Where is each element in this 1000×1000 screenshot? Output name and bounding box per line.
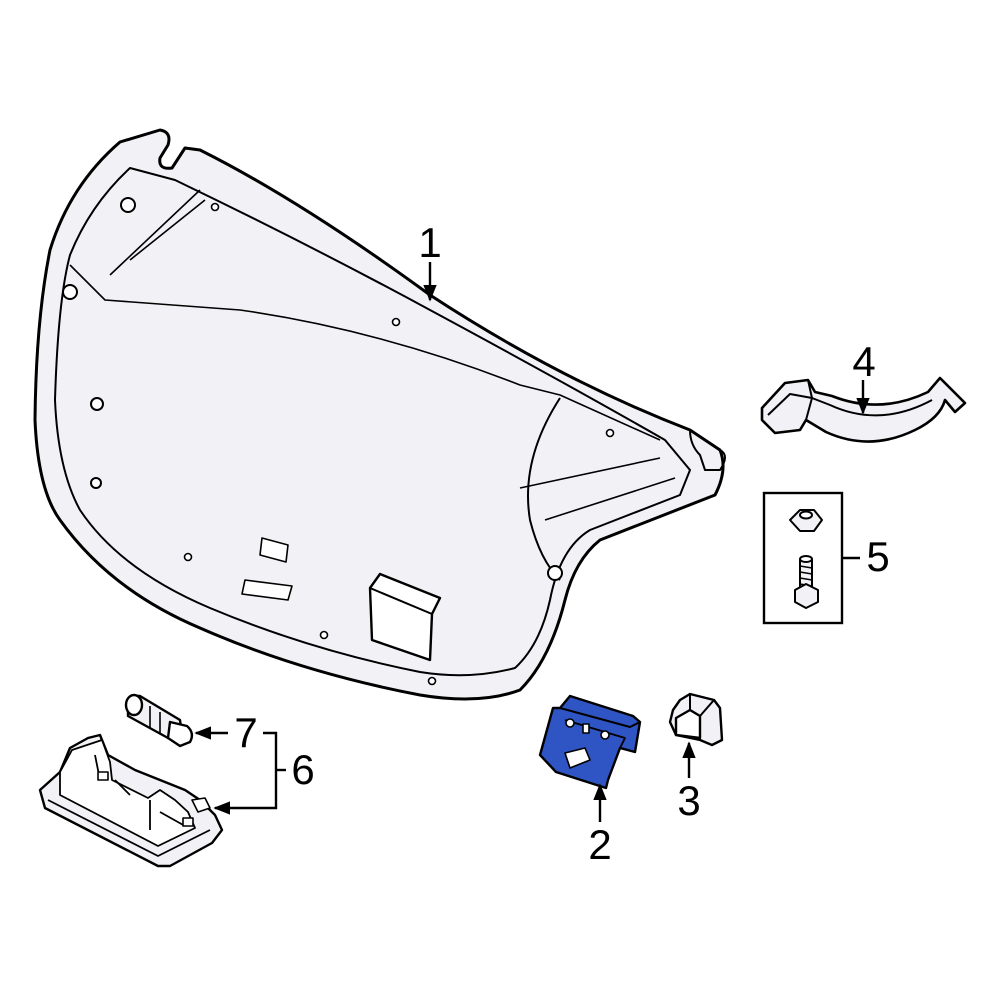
callout-5: 5 xyxy=(866,533,889,580)
callout-2: 2 xyxy=(588,821,611,868)
hardware-kit-box xyxy=(762,491,844,625)
callout-6: 6 xyxy=(291,746,314,793)
callout-1: 1 xyxy=(418,219,441,266)
callout-7: 7 xyxy=(234,709,257,756)
callout-3: 3 xyxy=(677,777,700,824)
trunk-lid-trim-panel xyxy=(33,128,726,701)
retainer-clip xyxy=(668,692,724,747)
bolt-icon xyxy=(794,555,819,609)
lamp-bulb xyxy=(124,693,194,748)
nut-icon xyxy=(789,509,823,532)
license-lamp-housing xyxy=(38,733,224,868)
callout-4: 4 xyxy=(852,338,875,385)
latch-cover xyxy=(538,694,642,790)
leader-lines xyxy=(194,262,870,822)
